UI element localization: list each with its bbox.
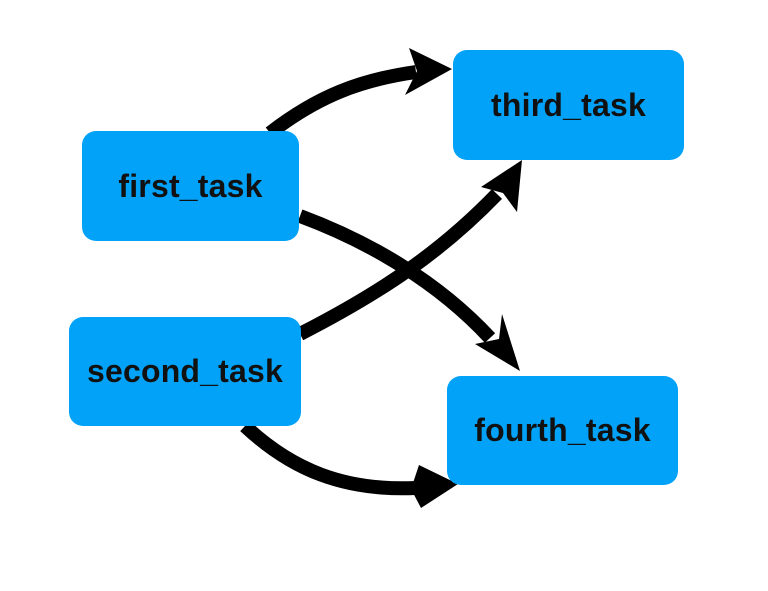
- edge-second-to-fourth: [240, 420, 416, 496]
- node-third-task[interactable]: third_task: [453, 50, 684, 160]
- edge-second-to-third: [296, 189, 503, 341]
- arrowhead-second-to-fourth: [411, 465, 458, 508]
- node-label: first_task: [118, 167, 263, 204]
- arrowhead-first-to-third: [405, 48, 452, 95]
- node-label: second_task: [86, 353, 284, 389]
- edge-first-to-fourth: [297, 209, 496, 343]
- node-label: third_task: [491, 86, 646, 123]
- node-first-task[interactable]: first_task: [82, 131, 299, 241]
- node-second-task[interactable]: second_task: [69, 317, 301, 426]
- node-label: fourth_task: [474, 412, 651, 448]
- edge-first-to-third: [265, 65, 417, 139]
- node-fourth-task[interactable]: fourth_task: [447, 376, 678, 485]
- arrowhead-second-to-third: [481, 160, 522, 212]
- arrowhead-first-to-fourth: [475, 314, 520, 371]
